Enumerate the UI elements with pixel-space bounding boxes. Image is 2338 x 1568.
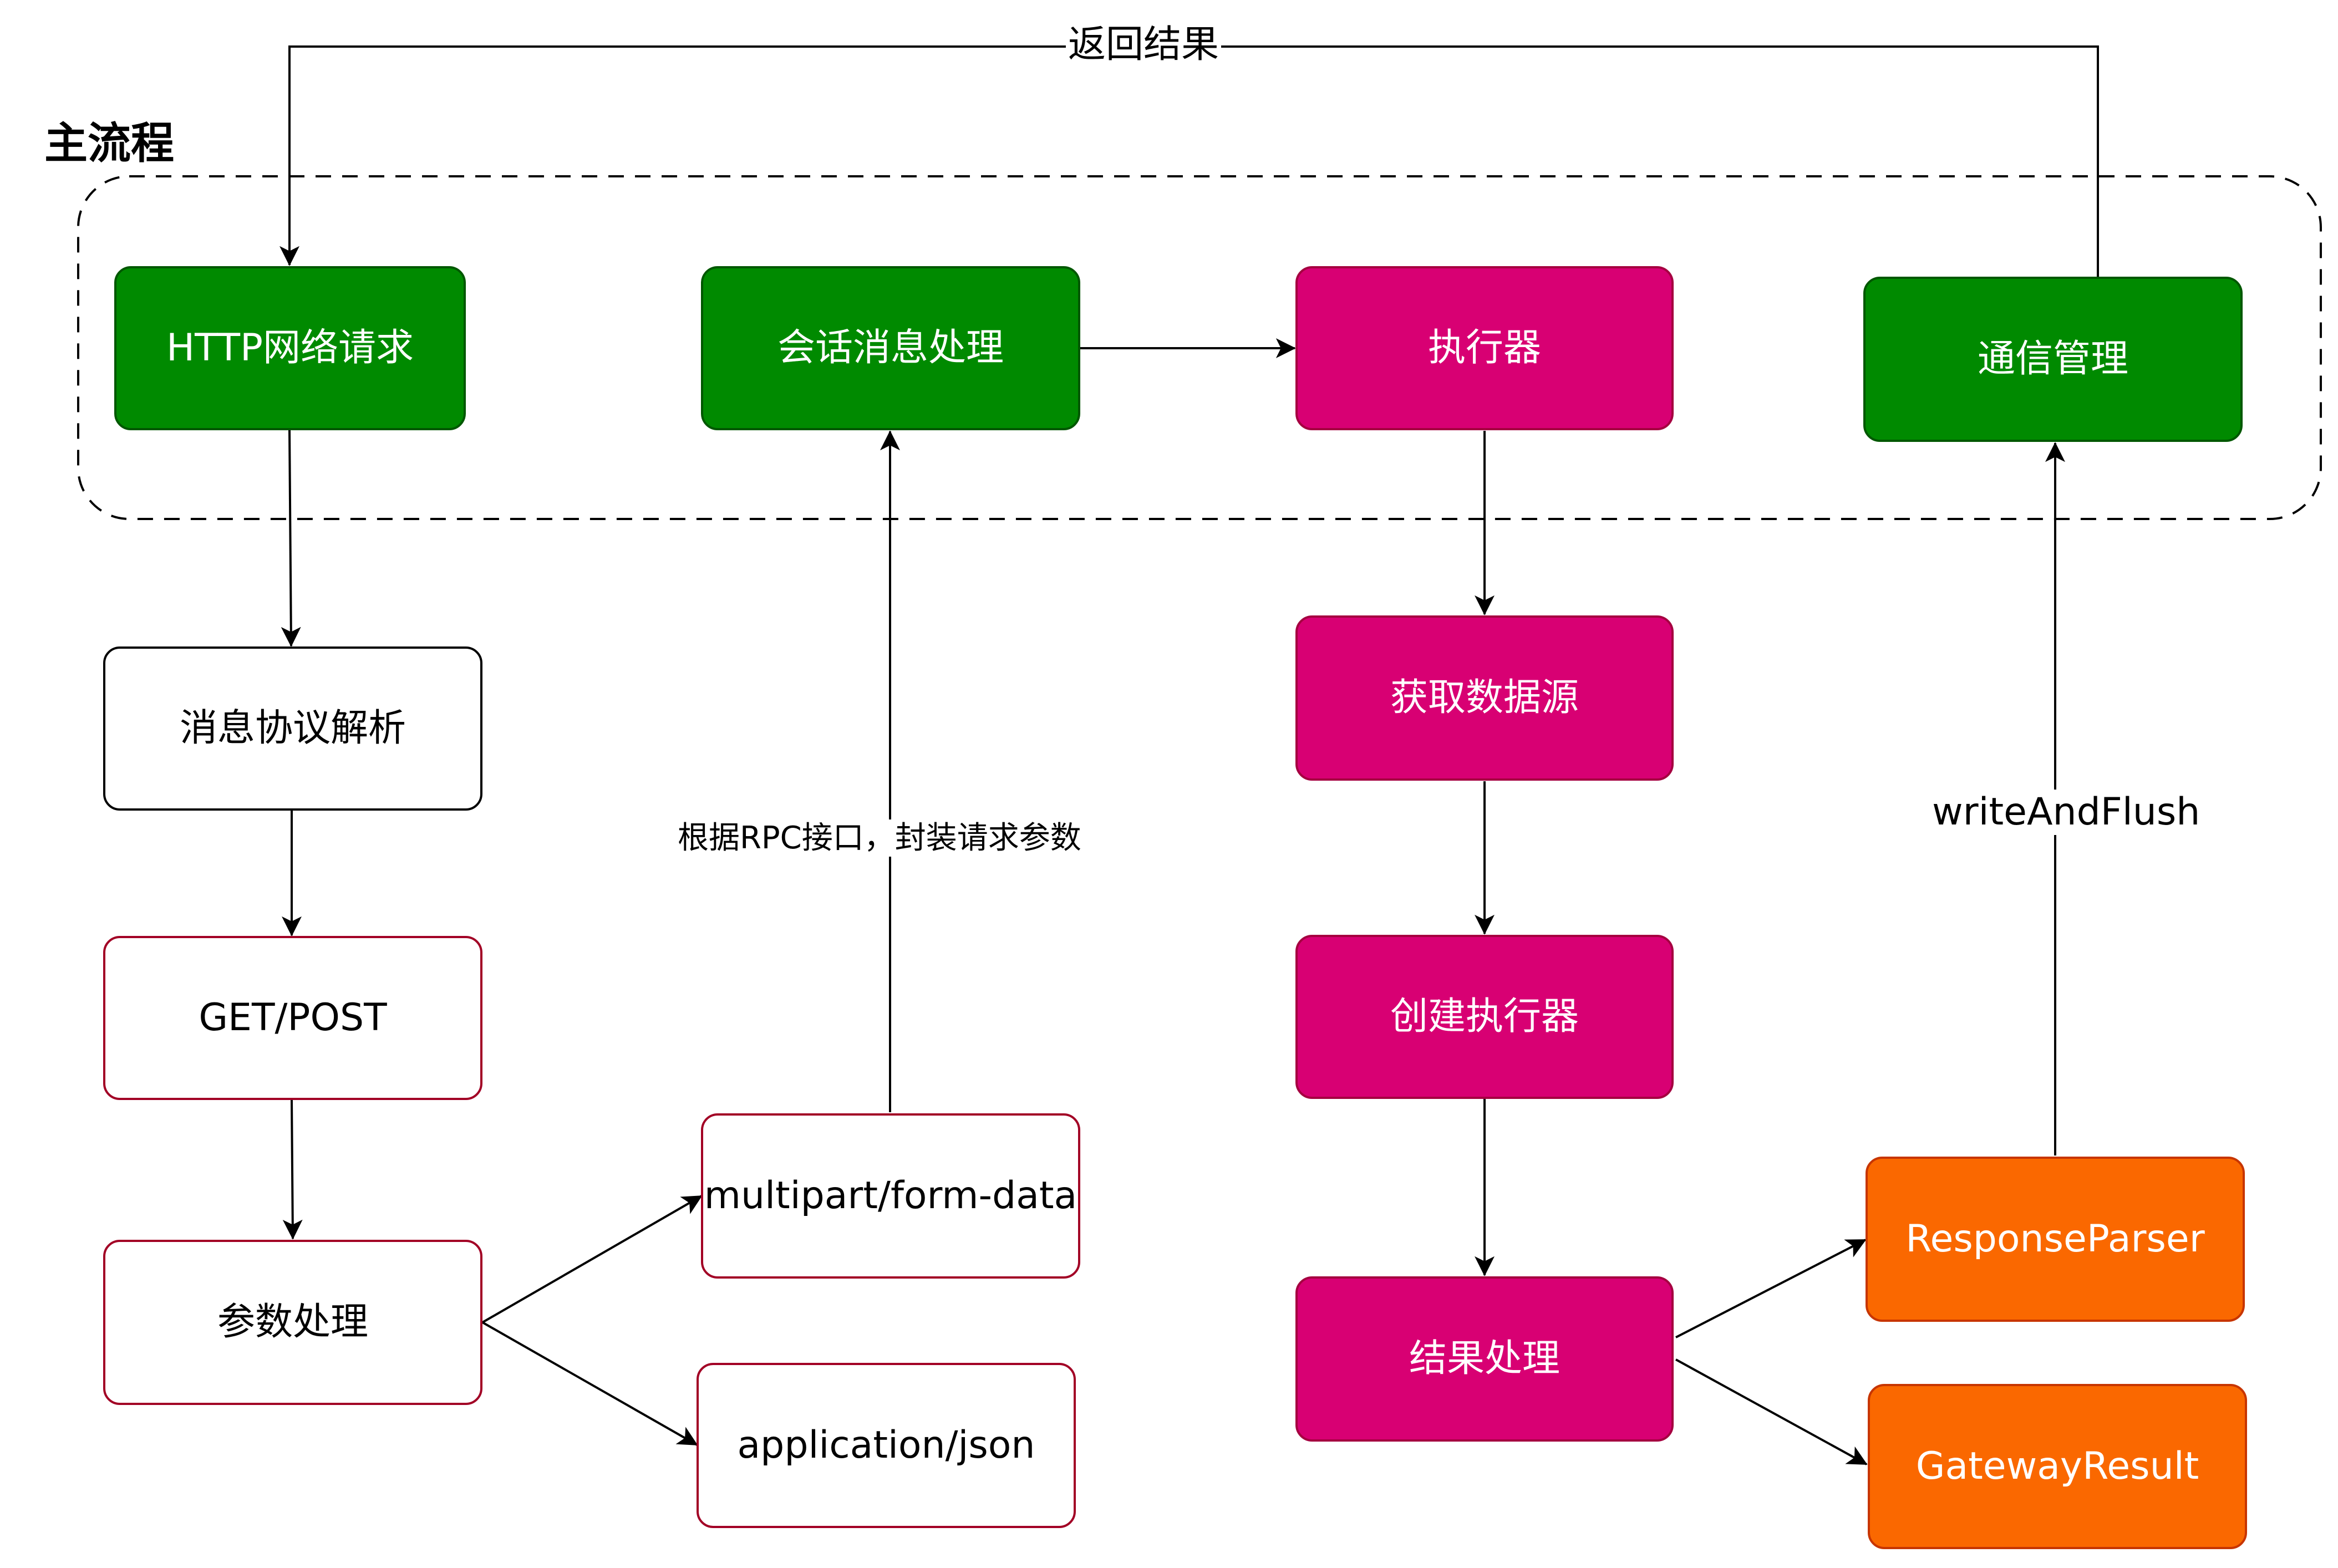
node-response-parser[interactable]: ResponseParser xyxy=(1866,1157,2245,1322)
node-get-post[interactable]: GET/POST xyxy=(103,936,482,1100)
edge-return-result xyxy=(279,45,2099,277)
main-flow-container xyxy=(77,175,2322,520)
node-protocol-parse[interactable]: 消息协议解析 xyxy=(103,646,482,811)
node-param-process[interactable]: 参数处理 xyxy=(103,1240,482,1405)
edge-label-rpc-wrap: 根据RPC接口，封装请求参数 xyxy=(674,819,1085,857)
node-session-message[interactable]: 会话消息处理 xyxy=(701,266,1080,430)
node-get-datasource[interactable]: 获取数据源 xyxy=(1295,615,1674,781)
edge-label-write-flush: writeAndFlush xyxy=(1929,790,2204,835)
edge-param-to-multipart xyxy=(482,1195,703,1323)
node-comm-manager[interactable]: 通信管理 xyxy=(1863,277,2243,442)
node-gateway-result[interactable]: GatewayResult xyxy=(1868,1384,2247,1549)
edge-http-to-protocol xyxy=(281,430,301,647)
edge-param-to-json xyxy=(482,1321,698,1446)
node-application-json[interactable]: application/json xyxy=(697,1363,1076,1528)
edge-label-return-result: 返回结果 xyxy=(1066,22,1222,68)
node-executor[interactable]: 执行器 xyxy=(1295,266,1674,430)
node-result-process[interactable]: 结果处理 xyxy=(1295,1276,1674,1442)
edge-result-to-gateway xyxy=(1675,1358,1868,1465)
edge-result-to-parser xyxy=(1675,1239,1867,1338)
node-http-request[interactable]: HTTP网络请求 xyxy=(114,266,466,430)
node-multipart[interactable]: multipart/form-data xyxy=(701,1113,1080,1279)
node-create-executor[interactable]: 创建执行器 xyxy=(1295,935,1674,1099)
diagram-title: 主流程 xyxy=(44,119,175,169)
edge-getpost-to-param xyxy=(282,1099,303,1240)
